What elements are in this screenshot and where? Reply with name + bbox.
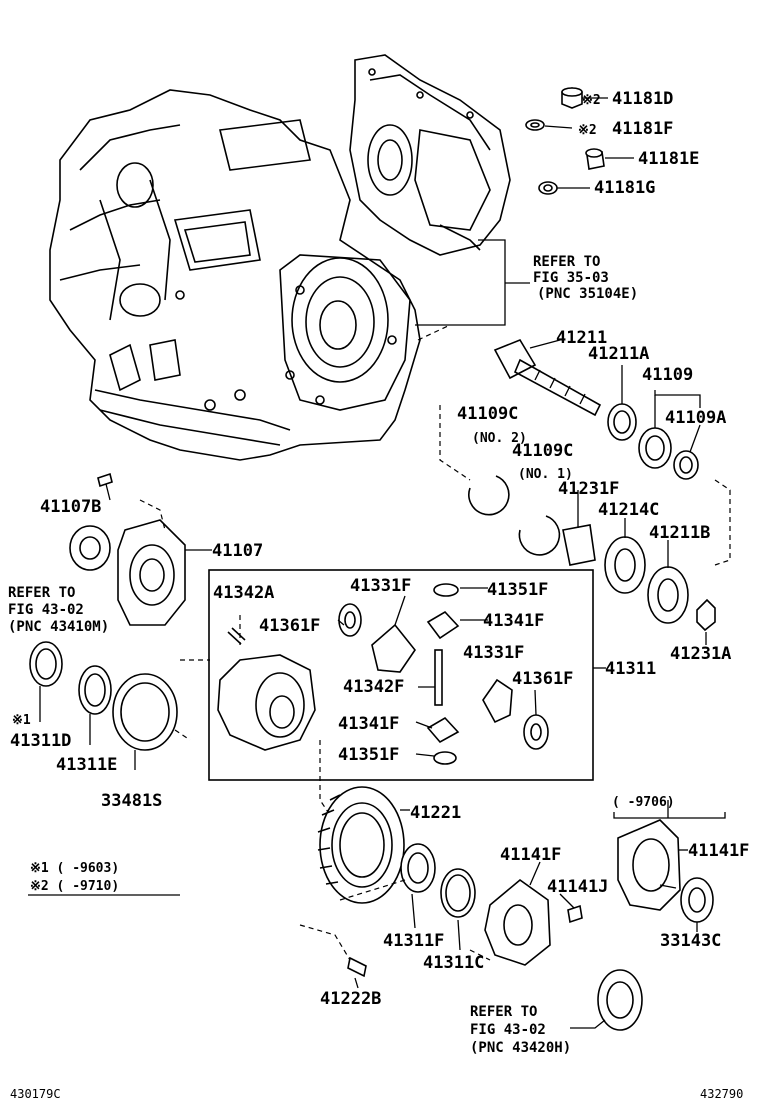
label-41109A: 41109A bbox=[665, 408, 726, 428]
label-41341F-a: 41341F bbox=[483, 611, 544, 631]
differential-parts-drawing bbox=[217, 583, 549, 765]
label-41109: 41109 bbox=[642, 365, 693, 385]
leaders-pinion bbox=[417, 324, 731, 645]
svg-text:FIG 43-02: FIG 43-02 bbox=[470, 1022, 546, 1038]
label-41211: 41211 bbox=[556, 328, 607, 348]
label-41341F-b: 41341F bbox=[338, 714, 399, 734]
leaders-top-right bbox=[415, 97, 634, 326]
leaders-left bbox=[39, 499, 212, 770]
label-41214C: 41214C bbox=[598, 500, 659, 520]
leaders-bottom bbox=[299, 809, 606, 1029]
label-41141F-a: 41141F bbox=[500, 845, 561, 865]
label-41311D: 41311D bbox=[10, 731, 71, 751]
label-41361F-a: 41361F bbox=[259, 616, 320, 636]
svg-text:(PNC 35104E): (PNC 35104E) bbox=[537, 286, 638, 302]
label-41231F: 41231F bbox=[558, 479, 619, 499]
leaders-alt bbox=[659, 849, 698, 932]
drain-plugs-drawing bbox=[525, 87, 605, 195]
svg-text:(PNC 43420H): (PNC 43420H) bbox=[470, 1040, 571, 1056]
label-41342A: 41342A bbox=[213, 583, 274, 603]
label-41331F-b: 41331F bbox=[463, 643, 524, 663]
mark-2-b: ※2 bbox=[578, 123, 597, 138]
label-33481S: 33481S bbox=[101, 791, 162, 811]
label-41342F: 41342F bbox=[343, 677, 404, 697]
refer-block-2: REFER TO FIG 43-02 (PNC 43410M) bbox=[8, 585, 109, 635]
label-41221: 41221 bbox=[410, 803, 461, 823]
side-cover-drawing bbox=[29, 472, 186, 751]
label-41109C-a: 41109C bbox=[457, 404, 518, 424]
footer-right-code: 432790 bbox=[700, 1087, 743, 1101]
transaxle-housing-drawing bbox=[349, 54, 511, 256]
mark-1: ※1 bbox=[12, 713, 31, 728]
label-41181D: 41181D bbox=[612, 89, 673, 109]
label-41109C-b: 41109C bbox=[512, 441, 573, 461]
drive-pinion-drawing bbox=[468, 339, 716, 632]
ring-gear-drawing bbox=[317, 786, 643, 1031]
svg-text:REFER TO: REFER TO bbox=[533, 254, 600, 270]
refer-block-3: REFER TO FIG 43-02 (PNC 43420H) bbox=[470, 1004, 571, 1056]
legend-line-1: ※1 ( -9603) bbox=[30, 861, 119, 876]
transaxle-case-drawing bbox=[49, 89, 421, 461]
note-no1: (NO. 1) bbox=[518, 467, 573, 482]
svg-text:FIG 35-03: FIG 35-03 bbox=[533, 270, 609, 286]
label-41141F-b: 41141F bbox=[688, 841, 749, 861]
label-41331F-a: 41331F bbox=[350, 576, 411, 596]
label-41107: 41107 bbox=[212, 541, 263, 561]
label-41211B: 41211B bbox=[649, 523, 710, 543]
label-41181E: 41181E bbox=[638, 149, 699, 169]
label-41222B: 41222B bbox=[320, 989, 381, 1009]
refer-block-1: REFER TO FIG 35-03 (PNC 35104E) bbox=[533, 254, 638, 302]
footer-left-code: 430179C bbox=[10, 1087, 61, 1101]
label-41181G: 41181G bbox=[594, 178, 655, 198]
part-labels: 41181D 41181F 41181E 41181G 41211 41211A… bbox=[10, 89, 749, 1009]
label-41141J: 41141J bbox=[547, 877, 608, 897]
reference-marks: ※2 ※2 ※1 (NO. 2) (NO. 1) ( -9706) bbox=[12, 93, 675, 810]
mark-2-a: ※2 bbox=[582, 93, 601, 108]
footer: 430179C 432790 bbox=[10, 1087, 743, 1101]
label-41211A: 41211A bbox=[588, 344, 649, 364]
label-41311E: 41311E bbox=[56, 755, 117, 775]
label-41351F-b: 41351F bbox=[338, 745, 399, 765]
label-41351F-a: 41351F bbox=[487, 580, 548, 600]
svg-text:REFER TO: REFER TO bbox=[8, 585, 75, 601]
svg-text:(PNC 43410M): (PNC 43410M) bbox=[8, 619, 109, 635]
applicability-legend: ※1 ( -9603) ※2 ( -9710) bbox=[28, 861, 180, 896]
svg-text:FIG 43-02: FIG 43-02 bbox=[8, 602, 84, 618]
note-range-9706: ( -9706) bbox=[612, 795, 675, 810]
label-41181F: 41181F bbox=[612, 119, 673, 139]
label-41311F: 41311F bbox=[383, 931, 444, 951]
label-41311C: 41311C bbox=[423, 953, 484, 973]
differential-group-box bbox=[208, 569, 594, 781]
leaders-differential bbox=[239, 587, 537, 816]
svg-text:REFER TO: REFER TO bbox=[470, 1004, 537, 1020]
label-41231A: 41231A bbox=[670, 644, 731, 664]
label-41361F-b: 41361F bbox=[512, 669, 573, 689]
label-41311: 41311 bbox=[605, 659, 656, 679]
alt-bearing-retainer-drawing bbox=[613, 800, 726, 923]
label-41107B: 41107B bbox=[40, 497, 101, 517]
legend-line-2: ※2 ( -9710) bbox=[30, 879, 119, 894]
note-no2: (NO. 2) bbox=[472, 431, 527, 446]
label-33143C: 33143C bbox=[660, 931, 721, 951]
